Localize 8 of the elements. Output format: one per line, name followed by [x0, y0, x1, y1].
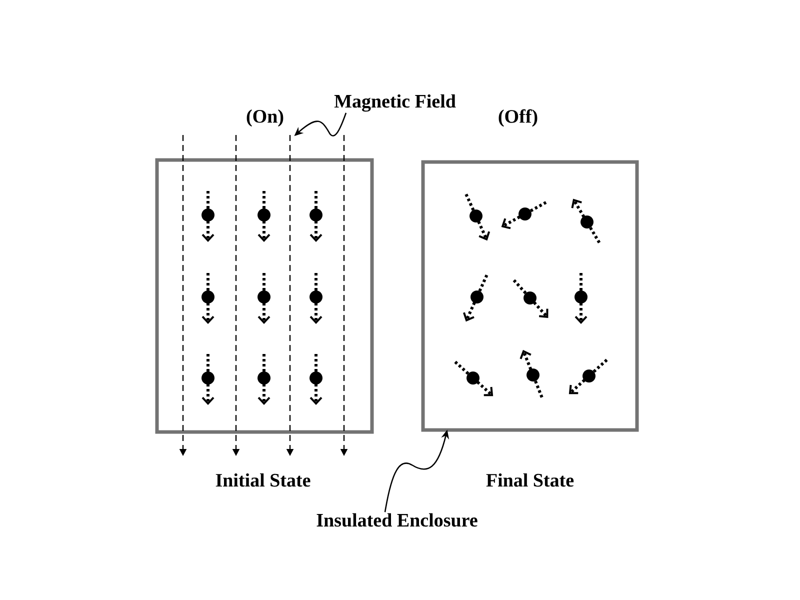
- state-label: Final State: [486, 473, 574, 487]
- state-label: Initial State: [216, 473, 310, 487]
- callout-text: Insulated Enclosure: [316, 513, 478, 527]
- state-label: (Off): [498, 109, 538, 127]
- enclosure-box: [155, 158, 374, 434]
- enclosure-box: [421, 160, 639, 432]
- state-label: (On): [246, 109, 284, 127]
- callout-text: Magnetic Field: [334, 94, 456, 112]
